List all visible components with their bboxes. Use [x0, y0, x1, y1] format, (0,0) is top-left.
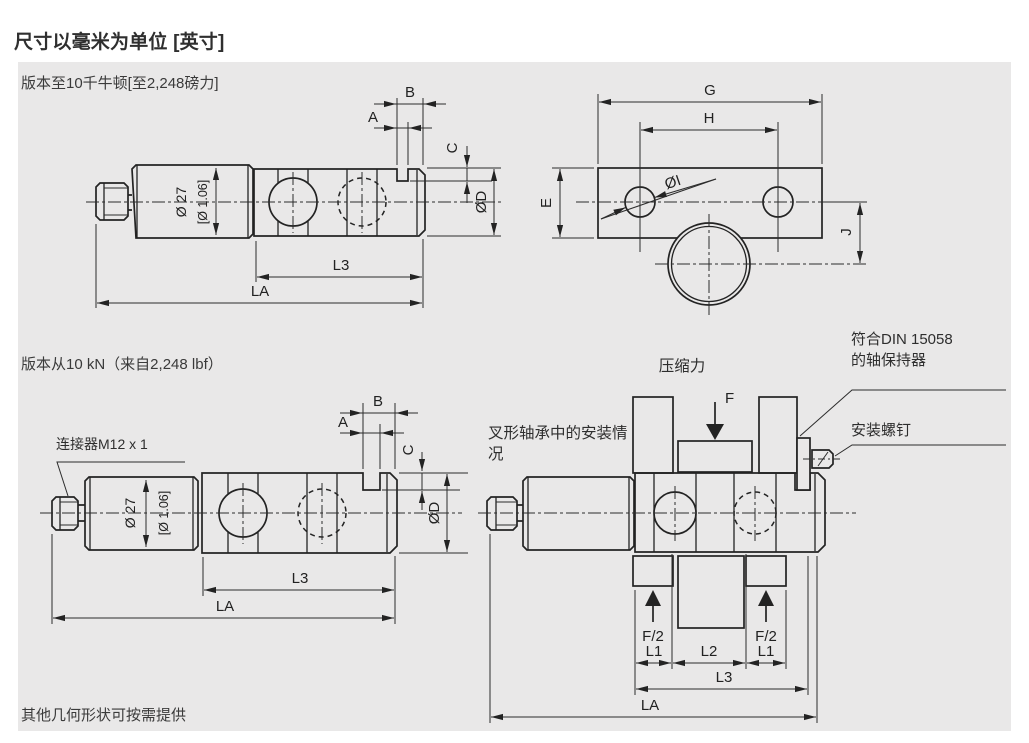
dim-label-l3: L3 — [292, 570, 309, 587]
drawing-high-range-side-view: Ø 27 [Ø 1.06] B A C ØD — [40, 393, 468, 624]
dim-label-f-half: F/2 — [642, 628, 664, 645]
dim-label-la: LA — [216, 598, 234, 615]
dim-label-la: LA — [251, 283, 269, 300]
drawing-low-range-side-view: Ø 27 [Ø 1.06] B A C ØD — [86, 84, 502, 308]
retainer-label: 符合DIN 15058 的轴保持器 — [851, 329, 953, 371]
dim-label-a: A — [368, 109, 378, 126]
dim-label-l1: L1 — [646, 643, 663, 660]
dim-label-b: B — [405, 84, 415, 101]
dim-label-l3: L3 — [333, 257, 350, 274]
dim-label-i: ØI — [663, 172, 684, 193]
axle-retainer-plate — [796, 437, 811, 491]
dim-label-h: H — [704, 110, 715, 127]
compression-force-label: 压缩力 — [658, 358, 706, 375]
dim-label-a: A — [338, 414, 348, 431]
dim-label-e: E — [538, 198, 555, 208]
dim-label-body-dia-mm: Ø 27 — [173, 187, 189, 218]
mounting-screw-label: 安装螺钉 — [851, 422, 912, 439]
dim-label-f: F — [725, 390, 734, 407]
dim-label-body-dia-mm: Ø 27 — [122, 498, 138, 529]
retainer-label-line1: 符合DIN 15058 — [851, 331, 953, 348]
dim-label-j: J — [838, 228, 855, 236]
section-title-high-range: 版本从10 kN（来自2,248 lbf） — [21, 356, 223, 373]
dim-label-c: C — [444, 142, 461, 153]
dim-label-g: G — [704, 82, 716, 99]
connector-label: 连接器M12 x 1 — [56, 436, 148, 452]
fork-mount-label: 叉形轴承中的安装情况 — [488, 425, 628, 463]
dim-label-body-dia-in: [Ø 1.06] — [157, 491, 171, 535]
page-title: 尺寸以毫米为单位 [英寸] — [14, 32, 225, 53]
dim-label-l1: L1 — [758, 643, 775, 660]
drawing-top-view: G H E J ØI — [538, 82, 868, 318]
dim-label-l3: L3 — [716, 669, 733, 686]
dim-label-d: ØD — [426, 502, 443, 525]
dim-label-la: LA — [641, 697, 659, 714]
retainer-label-line2: 的轴保持器 — [851, 352, 927, 369]
dim-label-b: B — [373, 393, 383, 410]
dim-label-f-half: F/2 — [755, 628, 777, 645]
dim-label-d: ØD — [473, 191, 490, 214]
section-title-low-range: 版本至10千牛顿[至2,248磅力] — [21, 75, 219, 92]
footer-note: 其他几何形状可按需提供 — [21, 707, 187, 724]
dim-label-l2: L2 — [701, 643, 718, 660]
drawing-installation-view: F F/2 F/2 L1 L2 L1 L3 LA — [478, 389, 1006, 723]
dim-label-c: C — [400, 444, 417, 455]
dim-label-body-dia-in: [Ø 1.06] — [196, 180, 210, 224]
